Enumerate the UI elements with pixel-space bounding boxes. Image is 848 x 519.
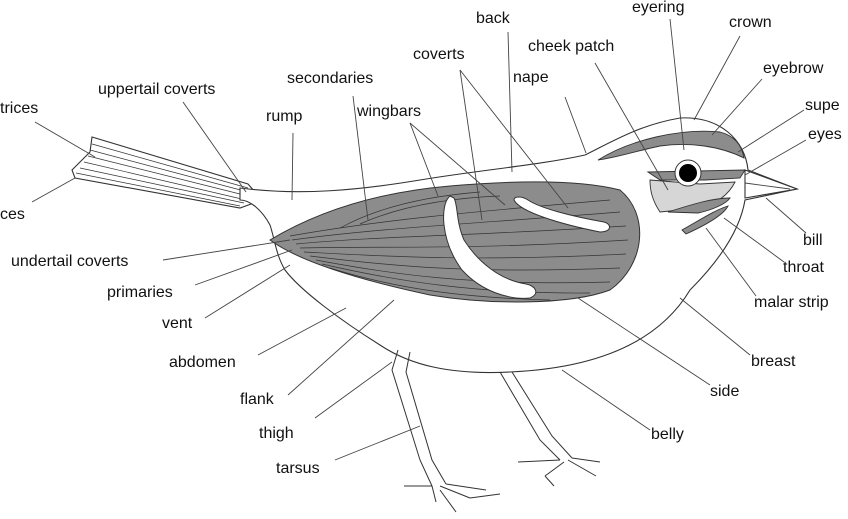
label-bill: bill xyxy=(803,232,823,249)
label-eyebrow: eyebrow xyxy=(763,60,824,77)
label-breast: breast xyxy=(751,353,796,370)
label-nape: nape xyxy=(513,69,549,86)
label-coverts-left: ces xyxy=(0,206,25,223)
label-flank: flank xyxy=(240,391,275,408)
label-rectrices: trices xyxy=(0,100,38,117)
leader-lines xyxy=(31,18,807,461)
tail xyxy=(71,136,263,209)
label-cheek-patch: cheek patch xyxy=(528,38,614,55)
crown-stripe xyxy=(597,130,745,161)
label-belly: belly xyxy=(651,426,684,443)
label-rump: rump xyxy=(266,108,303,125)
throat-mark xyxy=(681,205,729,235)
label-crown: crown xyxy=(729,14,772,31)
label-abdomen: abdomen xyxy=(169,354,236,371)
malar-mark xyxy=(667,197,731,214)
label-thigh: thigh xyxy=(259,425,294,442)
wing xyxy=(269,181,641,303)
label-undertail-coverts: undertail coverts xyxy=(11,253,128,270)
label-throat: throat xyxy=(783,259,824,276)
label-primaries: primaries xyxy=(107,284,173,301)
label-side: side xyxy=(710,383,739,400)
label-eyering: eyering xyxy=(632,0,684,16)
labels: trices ces uppertail coverts rump second… xyxy=(0,0,842,477)
label-back: back xyxy=(476,10,511,27)
label-secondaries: secondaries xyxy=(287,70,373,87)
label-uppertail-coverts: uppertail coverts xyxy=(98,81,215,98)
label-tarsus: tarsus xyxy=(276,460,320,477)
bill-shape xyxy=(744,169,800,199)
label-eyestripe: eyes xyxy=(808,126,842,143)
label-coverts: coverts xyxy=(413,46,465,63)
label-supercilium: supe xyxy=(805,97,840,114)
label-wingbars: wingbars xyxy=(356,103,421,120)
label-malar-strip: malar strip xyxy=(754,294,829,311)
legs xyxy=(391,349,601,513)
eye xyxy=(679,164,697,182)
label-vent: vent xyxy=(162,315,193,332)
